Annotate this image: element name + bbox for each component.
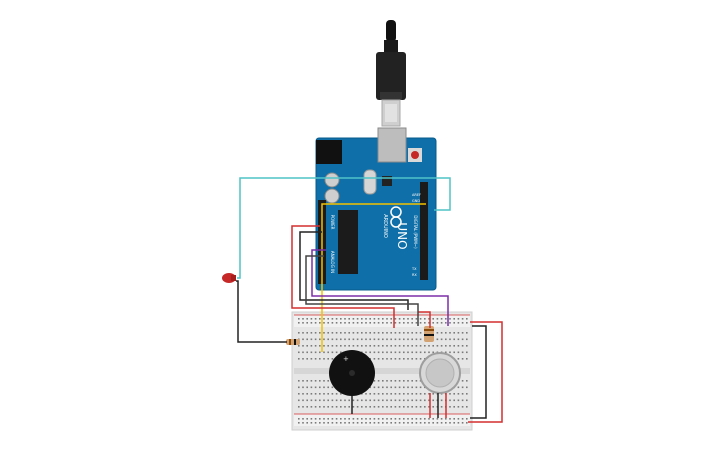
gnd-label: GND — [412, 199, 420, 203]
piezo-buzzer[interactable]: + — [329, 350, 375, 396]
wire-yellow[interactable] — [321, 203, 426, 352]
gas-sensor[interactable] — [419, 352, 461, 394]
wire-black[interactable] — [470, 325, 487, 419]
wire-red[interactable] — [418, 311, 431, 328]
wire-purple[interactable] — [311, 249, 449, 326]
digital-header — [420, 182, 428, 280]
wire-red[interactable] — [291, 225, 395, 328]
wire-dark-gray[interactable] — [305, 255, 419, 326]
uno-label: UNO — [395, 222, 409, 249]
wire-cyan[interactable] — [237, 177, 451, 279]
buzzer-plus: + — [343, 355, 349, 363]
capacitor — [324, 172, 340, 188]
resistor[interactable] — [424, 326, 434, 342]
capacitor — [324, 188, 340, 204]
power-jack — [316, 140, 342, 164]
arduino-board[interactable]: UNO ARDUINO DIGITAL (PWM~) POWER ANALOG … — [315, 127, 437, 291]
chip-small — [382, 176, 392, 186]
wires — [236, 177, 503, 423]
aref-label: AREF — [412, 193, 421, 197]
power-label: POWER — [330, 215, 335, 230]
red-led[interactable] — [222, 273, 236, 283]
tx-label: TX — [411, 267, 417, 271]
wire-black[interactable] — [236, 280, 287, 343]
crystal — [363, 169, 377, 195]
wire-red[interactable] — [468, 321, 503, 423]
analog-label: ANALOG IN — [330, 251, 335, 273]
rx-label: RX — [412, 273, 417, 277]
digital-label: DIGITAL (PWM~) — [413, 215, 418, 249]
usb-cable[interactable] — [376, 20, 406, 127]
microcontroller-chip — [338, 210, 358, 274]
usb-port — [377, 127, 407, 163]
resistor[interactable] — [286, 339, 300, 345]
arduino-brand-label: ARDUINO — [382, 214, 388, 238]
